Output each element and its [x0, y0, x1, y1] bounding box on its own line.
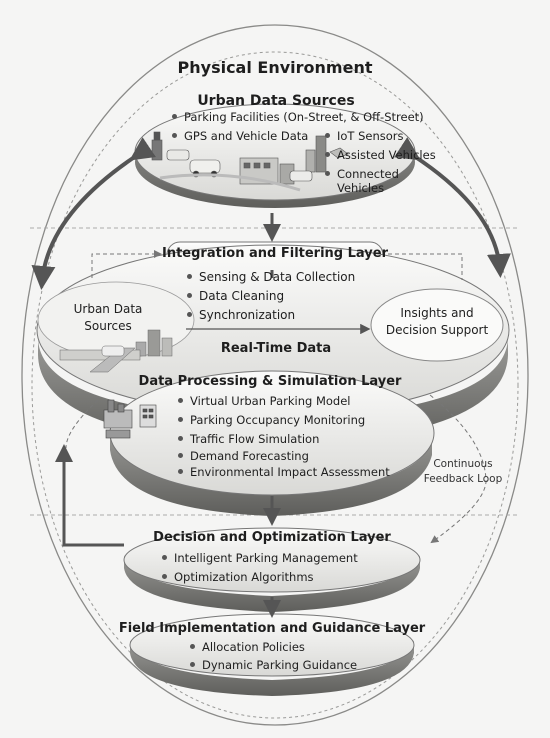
- bullet-icon: [187, 312, 192, 317]
- field-item: Dynamic Parking Guidance: [190, 658, 358, 672]
- integration-item-label: Sensing & Data Collection: [199, 270, 356, 284]
- decision-disc: [123, 527, 421, 612]
- physical-environment-title: Physical Environment: [177, 58, 373, 77]
- feedback-loop-label-line1: Continuous: [433, 458, 493, 470]
- decision-title: Decision and Optimization Layer: [153, 530, 391, 545]
- field-item-label: Allocation Policies: [202, 640, 305, 654]
- realtime-left-label-line2: Sources: [84, 319, 132, 333]
- urban-source-item: Parking Facilities (On-Street, & Off-Str…: [172, 110, 424, 124]
- decision-item-label: Optimization Algorithms: [174, 570, 314, 584]
- integration-item: Sensing & Data Collection: [187, 270, 356, 285]
- bullet-icon: [190, 644, 195, 649]
- realtime-city-illustration: [59, 329, 173, 373]
- arrow-left-bidirectional: [31, 137, 156, 290]
- dashed-arrow-left-mid: [65, 399, 99, 449]
- decision-item: Optimization Algorithms: [162, 570, 314, 584]
- field-item-label: Dynamic Parking Guidance: [202, 658, 358, 672]
- processing-item: Demand Forecasting: [178, 449, 309, 463]
- processing-item-label: Environmental Impact Assessment: [190, 465, 390, 479]
- processing-item-label: Parking Occupancy Monitoring: [190, 413, 366, 427]
- processing-disc: [103, 370, 435, 516]
- feedback-loop-label-line2: Feedback Loop: [423, 473, 503, 485]
- bullet-icon: [187, 293, 192, 298]
- urban-sources-disc: [134, 103, 416, 208]
- dashed-arrow-left-top: [91, 250, 162, 278]
- realtime-data-label: Real-Time Data: [220, 341, 332, 356]
- integration-title: Integration and Filtering Layer: [162, 246, 388, 261]
- processing-item-label: Virtual Urban Parking Model: [190, 394, 351, 408]
- processing-item: Virtual Urban Parking Model: [178, 394, 351, 408]
- processing-item-label: Traffic Flow Simulation: [190, 432, 320, 446]
- city-scene-illustration: [151, 131, 349, 192]
- urban-source-item-label: GPS and Vehicle Data: [184, 129, 309, 143]
- integration-item-label: Data Cleaning: [199, 289, 285, 303]
- realtime-left-label-line1: Urban Data: [73, 302, 143, 316]
- dashed-line-right-top: [388, 253, 463, 280]
- bullet-icon: [325, 133, 330, 138]
- physical-environment-boundary: [21, 24, 529, 726]
- field-item: Allocation Policies: [190, 640, 305, 654]
- processing-item: Traffic Flow Simulation: [178, 432, 320, 446]
- bullet-icon: [172, 133, 177, 138]
- bullet-icon: [178, 398, 183, 403]
- bullet-icon: [178, 469, 183, 474]
- bullet-icon: [187, 274, 192, 279]
- arrow-decision-return: [55, 444, 124, 547]
- processing-item-label: Demand Forecasting: [190, 449, 309, 463]
- inner-dotted-boundary: [31, 51, 519, 719]
- urban-source-item: Connected: [325, 167, 399, 181]
- bullet-icon: [162, 555, 167, 560]
- realtime-right-label-line2: Decision Support: [385, 323, 489, 337]
- arrow-right-bidirectional: [394, 137, 511, 278]
- factory-icon: [103, 399, 157, 439]
- urban-source-item-label: IoT Sensors: [337, 129, 404, 143]
- dashed-feedback-loop-arrow: [429, 394, 487, 544]
- processing-item: Parking Occupancy Monitoring: [178, 413, 366, 427]
- field-disc: [129, 613, 415, 696]
- processing-item: Environmental Impact Assessment: [178, 465, 390, 479]
- urban-source-item-continued: Vehicles: [337, 181, 385, 195]
- urban-source-item: GPS and Vehicle Data: [172, 129, 309, 143]
- integration-item-label: Synchronization: [199, 308, 296, 322]
- bullet-icon: [178, 436, 183, 441]
- integration-item: Synchronization: [187, 308, 296, 323]
- integration-item: Data Cleaning: [187, 289, 285, 304]
- bullet-icon: [178, 453, 183, 458]
- bullet-icon: [178, 417, 183, 422]
- bullet-icon: [172, 114, 177, 119]
- realtime-right-label-line1: Insights and: [400, 306, 474, 320]
- decision-item: Intelligent Parking Management: [162, 551, 358, 565]
- bullet-icon: [325, 171, 330, 176]
- decision-item-label: Intelligent Parking Management: [174, 551, 358, 565]
- bullet-icon: [190, 662, 195, 667]
- urban-source-item-label: Connected: [337, 167, 399, 181]
- urban-sources-title: Urban Data Sources: [197, 93, 355, 109]
- processing-title: Data Processing & Simulation Layer: [138, 374, 402, 389]
- bullet-icon: [325, 152, 330, 157]
- urban-source-item: IoT Sensors: [325, 129, 404, 143]
- urban-source-item-label: Assisted Vehicles: [337, 148, 436, 162]
- bullet-icon: [162, 574, 167, 579]
- urban-source-item: Assisted Vehicles: [325, 148, 436, 162]
- urban-source-item-label: Parking Facilities (On-Street, & Off-Str…: [184, 110, 424, 124]
- field-title: Field Implementation and Guidance Layer: [118, 621, 426, 636]
